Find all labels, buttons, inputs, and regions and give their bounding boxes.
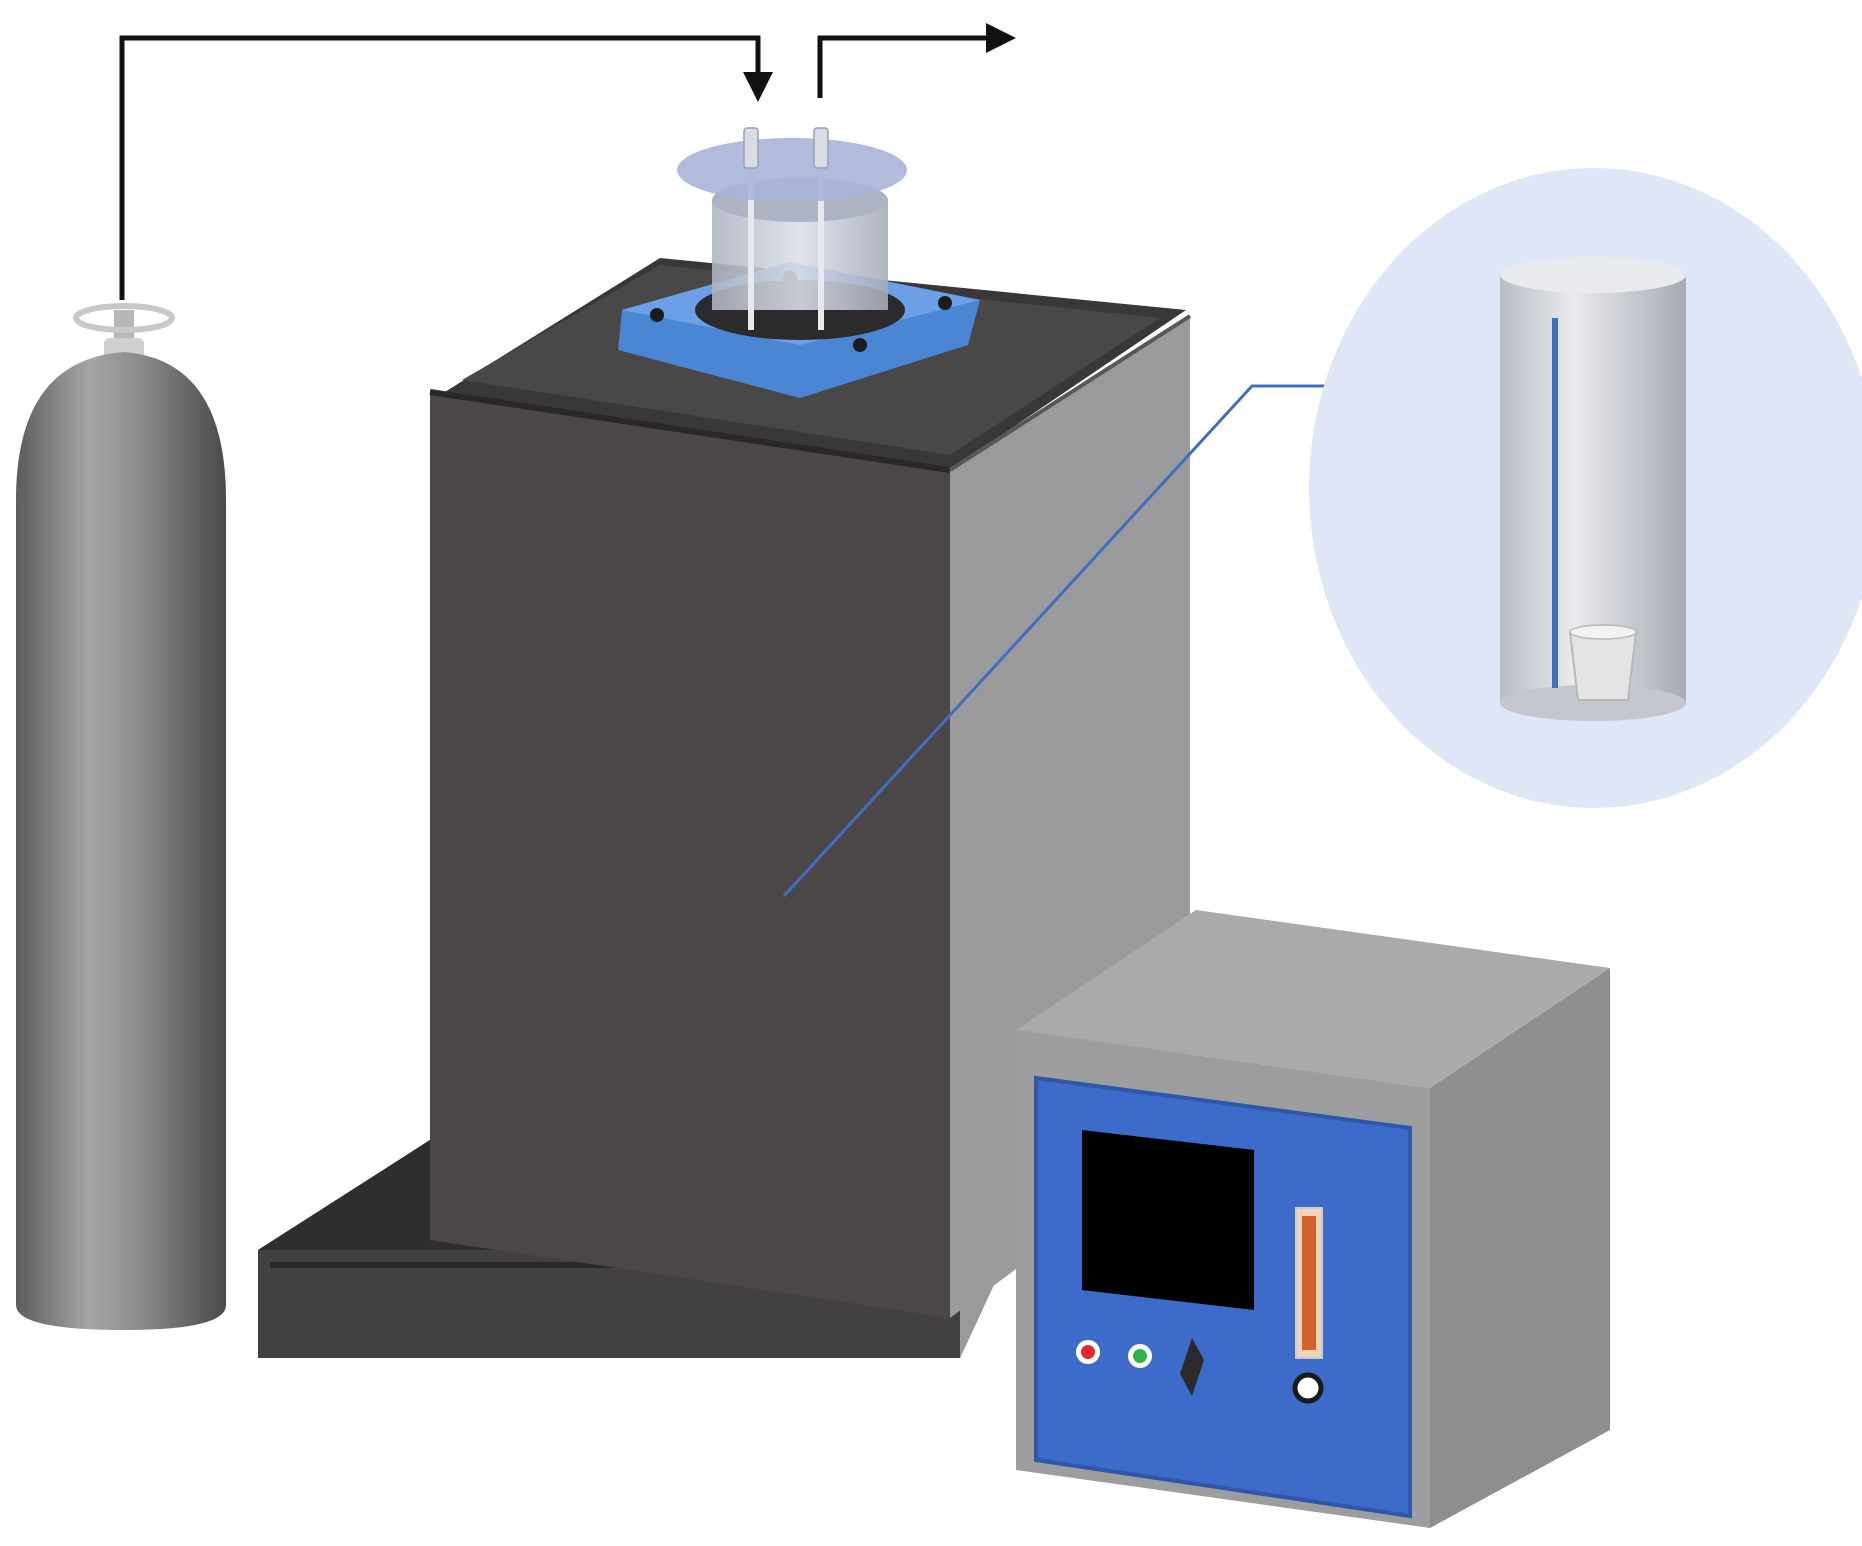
gas-outlet-pipe xyxy=(818,130,824,330)
selector-switch-icon[interactable] xyxy=(1180,1338,1204,1396)
display-screen xyxy=(1082,1130,1254,1310)
reactor-lid xyxy=(618,127,980,398)
bolt-hole xyxy=(650,308,664,322)
cylinder-valve-handwheel-icon xyxy=(73,303,175,333)
gas-outlet-line xyxy=(817,23,1016,98)
red-indicator-core xyxy=(1081,1345,1095,1359)
controller-side xyxy=(1430,968,1610,1528)
reactor-cover-disc xyxy=(677,138,907,202)
furnace-front xyxy=(430,392,950,1318)
crucible xyxy=(1568,631,1638,701)
thermocouple-rod xyxy=(1552,318,1558,688)
cylinder-body xyxy=(16,352,226,1330)
controller-top xyxy=(1016,910,1610,1088)
controller xyxy=(1016,910,1610,1528)
green-indicator-core xyxy=(1133,1349,1147,1363)
bolt-hole xyxy=(853,338,867,352)
gas-inlet-pipe xyxy=(748,130,754,330)
flow-adjust-knob[interactable] xyxy=(1292,1372,1324,1404)
bolt-hole xyxy=(938,296,952,310)
flowmeter-bar xyxy=(1302,1216,1316,1350)
detail-inset xyxy=(1309,168,1862,808)
gas-inlet-line xyxy=(119,35,773,300)
gas-cylinder xyxy=(16,303,226,1330)
